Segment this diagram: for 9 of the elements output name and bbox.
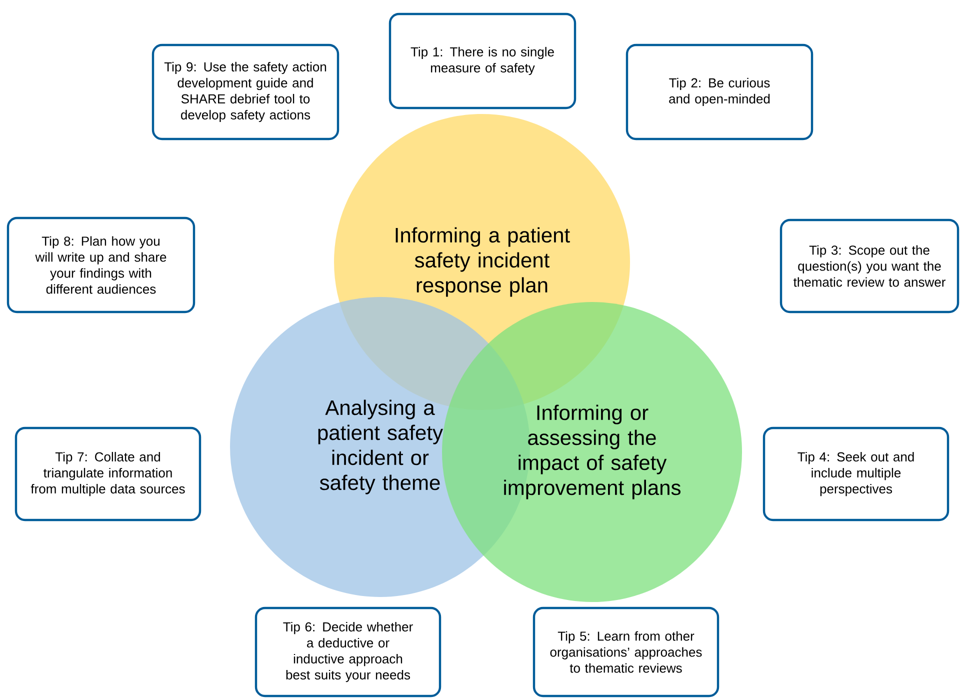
tip-box: Tip 2: Be curious and open-minded	[626, 44, 814, 140]
tip-box: Tip 6: Decide whether a deductive or inductive approach best suits your needs	[254, 606, 442, 698]
tip-box: Tip 7: Collate and triangulate information from multiple data sources	[14, 426, 202, 522]
tip-box: Tip 4: Seek out and include multiple perspectives	[762, 426, 950, 522]
tip-box: Tip 9: Use the safety action development guide and SHARE debrief tool to develop safety actions	[152, 44, 340, 140]
tip-box: Tip 1: There is no single measure of safety	[388, 12, 576, 110]
tip-box: Tip 8: Plan how you will write up and share your findings with different audiences	[6, 216, 196, 314]
tip-box: Tip 3: Scope out the question(s) you want the thematic review to answer	[780, 218, 960, 314]
tip-box: Tip 5: Learn from other organisations’ approaches to thematic reviews	[532, 606, 720, 698]
